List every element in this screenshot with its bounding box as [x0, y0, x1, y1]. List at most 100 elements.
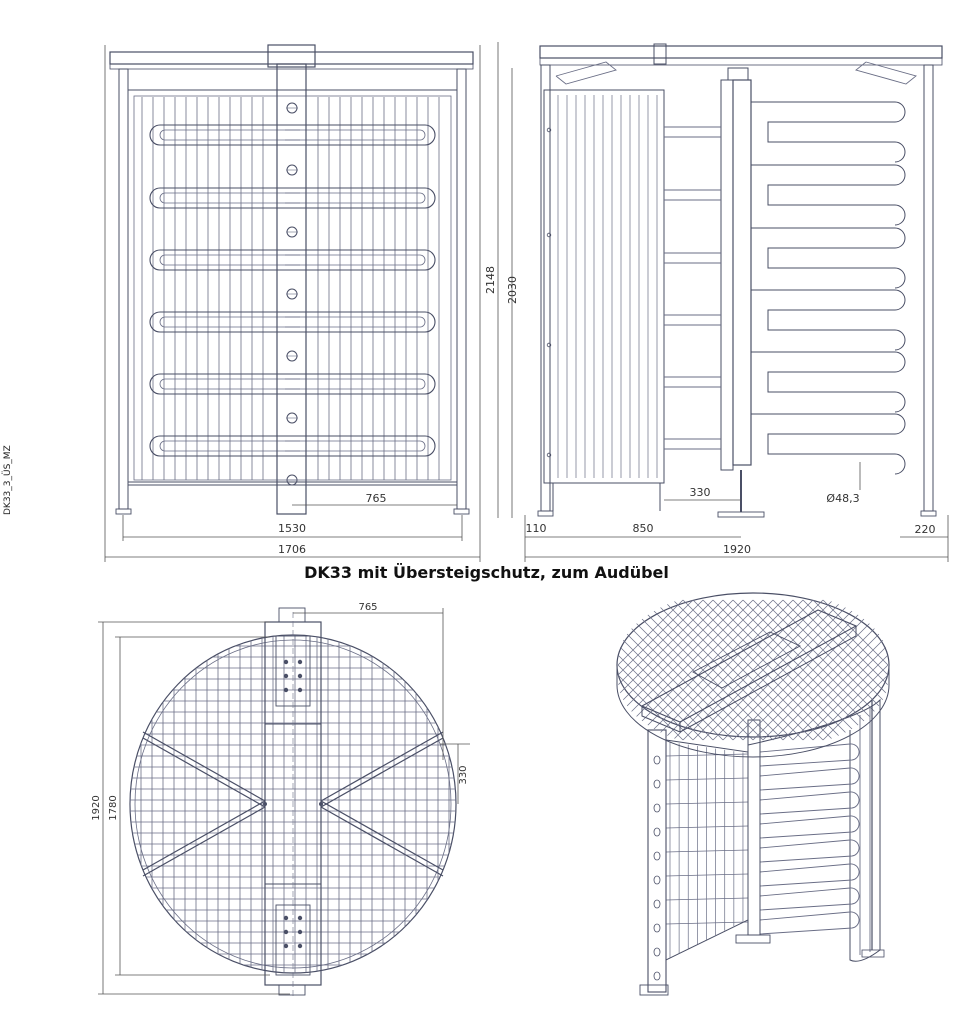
- top-bolt: [283, 915, 289, 921]
- side-dim-1920: 1920: [723, 543, 751, 556]
- top-bolt: [297, 673, 303, 679]
- spoke: [320, 737, 444, 808]
- gate-rivet: [546, 342, 552, 348]
- front-arm-right: [285, 435, 436, 457]
- spoke: [142, 800, 266, 871]
- front-arm-right: [285, 124, 436, 146]
- front-arm-right: [285, 249, 436, 271]
- post-hole: [653, 851, 661, 861]
- side-dim-2030: 2030: [506, 276, 519, 304]
- front-dim-765: 765: [366, 492, 387, 505]
- spoke: [142, 806, 266, 877]
- iso-mesh-b: [618, 599, 694, 741]
- top-bolt: [297, 943, 303, 949]
- side-arm-right: [751, 227, 906, 289]
- side-gate-panel: [546, 95, 658, 478]
- iso-front-arm: [665, 825, 749, 829]
- iso-back-arm: [759, 887, 860, 911]
- side-dim-330: 330: [690, 486, 711, 499]
- side-dim-2148: 2148: [484, 266, 497, 294]
- isometric-view: [616, 592, 890, 996]
- iso-mesh-b: [632, 599, 774, 741]
- iso-mesh-b: [802, 599, 888, 741]
- front-arm-right: [285, 311, 436, 333]
- iso-gate-panel: [669, 742, 744, 958]
- side-dim-220: 220: [915, 523, 936, 536]
- iso-mesh-b: [672, 599, 814, 741]
- front-arm-right: [285, 187, 436, 209]
- top-dim-330: 330: [458, 765, 469, 784]
- post-hole: [653, 755, 661, 765]
- iso-mesh-b: [618, 599, 704, 741]
- iso-mesh-b: [618, 599, 724, 741]
- iso-mesh-b: [618, 599, 734, 741]
- iso-mesh-b: [682, 599, 824, 741]
- iso-mesh-b: [662, 599, 804, 741]
- front-vertical-bars: [141, 97, 440, 480]
- front-arm-left-inner: [159, 254, 300, 266]
- spoke: [320, 806, 444, 877]
- pivot-point: [319, 802, 323, 806]
- front-arm-right-inner: [285, 254, 426, 266]
- post-hole: [653, 827, 661, 837]
- front-arm-left-inner: [159, 316, 300, 328]
- front-arm-left: [149, 435, 300, 457]
- front-dim-1706: 1706: [278, 543, 306, 556]
- post-hole: [653, 923, 661, 933]
- front-arm-left: [149, 124, 300, 146]
- top-bolt: [283, 943, 289, 949]
- iso-front-arm: [665, 777, 749, 781]
- top-bolt: [297, 929, 303, 935]
- front-view: 765 1530 1706: [104, 44, 481, 562]
- front-arm-right-inner: [285, 378, 426, 390]
- top-dim-1780: 1780: [108, 795, 119, 820]
- gate-rivet: [546, 452, 552, 458]
- front-arm-right-inner: [285, 129, 426, 141]
- top-bolt: [283, 687, 289, 693]
- iso-back-rotor-arms: [665, 743, 860, 935]
- side-rotor-arms: [664, 101, 906, 475]
- iso-mesh-b: [652, 599, 794, 741]
- iso-back-arm: [759, 767, 860, 791]
- top-rotor-spokes: [142, 731, 444, 877]
- front-arm-left-inner: [159, 440, 300, 452]
- post-hole: [653, 779, 661, 789]
- iso-front-arm: [665, 849, 749, 853]
- top-bolt: [297, 659, 303, 665]
- iso-front-arm: [665, 873, 749, 877]
- top-dim-1920: 1920: [91, 795, 102, 820]
- iso-back-arm: [759, 815, 860, 839]
- front-arm-left-inner: [159, 192, 300, 204]
- front-arm-left: [149, 249, 300, 271]
- spoke: [320, 800, 444, 871]
- top-bolts: [263, 659, 323, 949]
- post-hole: [653, 947, 661, 957]
- iso-back-arm: [759, 743, 860, 767]
- front-arm-left-inner: [159, 129, 300, 141]
- side-view: 2148 2030 330 Ø48,3 110 850 220 1920: [484, 42, 949, 562]
- spoke: [142, 731, 266, 802]
- spoke: [320, 731, 444, 802]
- top-bolt: [283, 929, 289, 935]
- front-arm-right: [285, 373, 436, 395]
- top-bolt: [283, 673, 289, 679]
- front-arm-left: [149, 373, 300, 395]
- side-arm-right: [751, 164, 906, 226]
- iso-front-arm: [665, 897, 749, 901]
- pivot-point: [263, 802, 267, 806]
- front-arm-right-inner: [285, 316, 426, 328]
- gate-rivet: [546, 127, 552, 133]
- gate-rivet: [546, 232, 552, 238]
- iso-mesh-b: [618, 599, 684, 741]
- side-dim-850: 850: [633, 522, 654, 535]
- top-bolt: [283, 659, 289, 665]
- iso-mesh-b: [772, 599, 888, 741]
- iso-back-arm: [759, 911, 860, 935]
- post-hole: [653, 875, 661, 885]
- iso-mesh-a: [618, 599, 684, 741]
- iso-mesh-b: [792, 599, 888, 741]
- iso-back-arm: [759, 791, 860, 815]
- top-mesh-grid: [130, 635, 456, 973]
